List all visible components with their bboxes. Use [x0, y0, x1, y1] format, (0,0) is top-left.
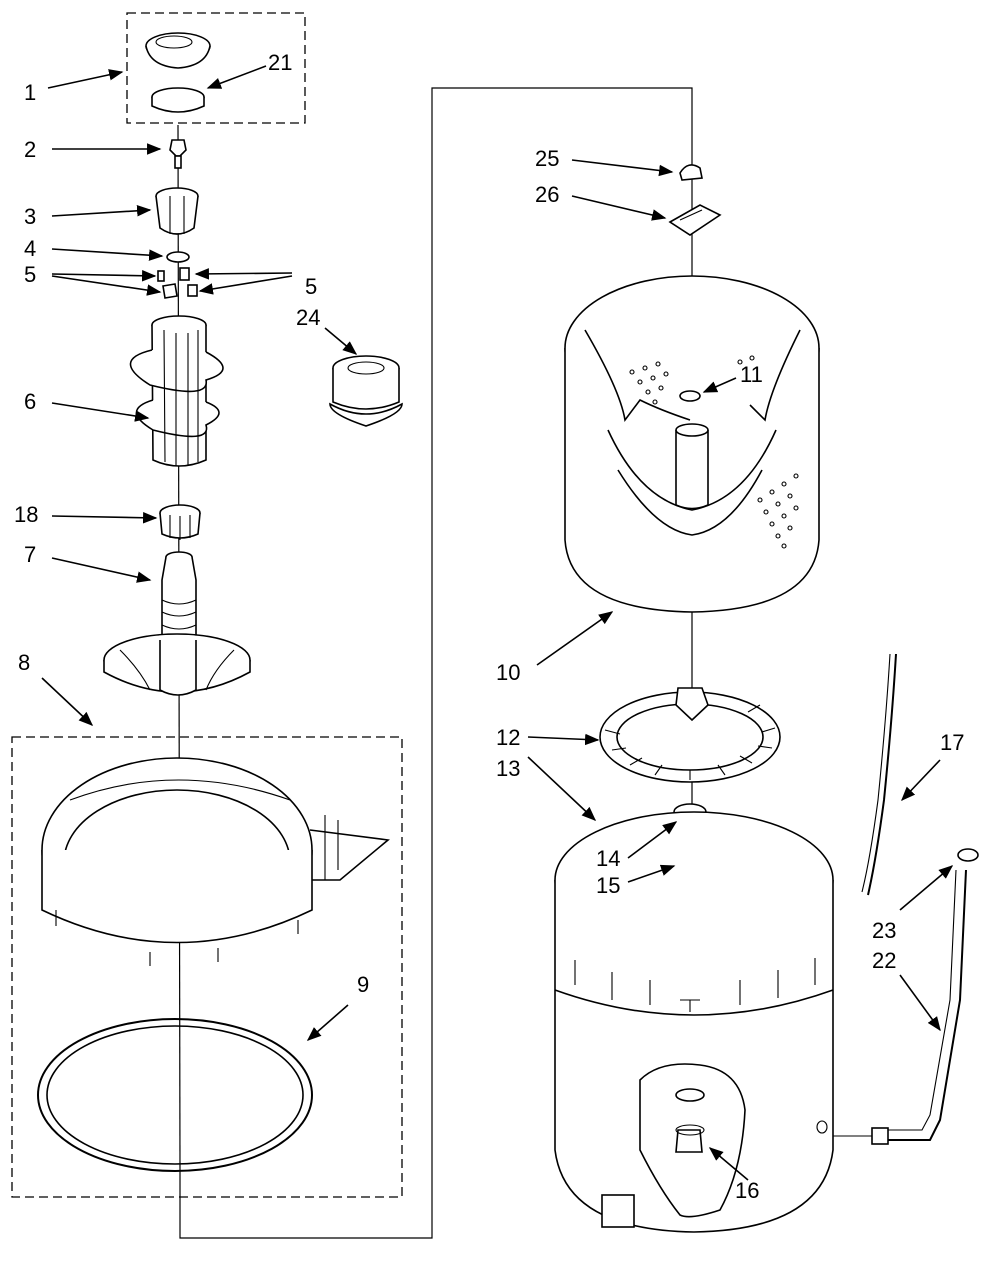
part-tub-seal — [37, 1018, 313, 1172]
callout-5-left: 5 — [24, 262, 36, 287]
part-agitator-dogs — [157, 267, 198, 299]
group-box-tub-ring — [11, 736, 403, 1198]
part-drain-fitting — [675, 1124, 705, 1136]
part-bushing — [159, 504, 201, 540]
callout-3: 3 — [24, 204, 36, 229]
part-agitator-bolt — [169, 139, 187, 169]
part-cap-seal-ring — [151, 87, 205, 113]
part-drive-nut — [679, 164, 703, 181]
callout-17: 17 — [940, 730, 964, 755]
part-agitator-cam — [155, 187, 199, 235]
part-retainer-clip — [668, 204, 722, 236]
callout-9: 9 — [357, 972, 369, 997]
part-drive-block — [103, 551, 251, 696]
callout-21: 21 — [268, 50, 292, 75]
callout-16: 16 — [735, 1178, 759, 1203]
part-agitator-barrel — [129, 315, 224, 467]
callout-arrows — [41, 65, 954, 1181]
part-washer — [166, 251, 190, 263]
callout-25: 25 — [535, 146, 559, 171]
callout-22: 22 — [872, 948, 896, 973]
callout-23: 23 — [872, 918, 896, 943]
callout-10: 10 — [496, 660, 520, 685]
callout-14: 14 — [596, 846, 620, 871]
callout-7: 7 — [24, 542, 36, 567]
part-drain-hose — [861, 653, 897, 896]
callout-1: 1 — [24, 80, 36, 105]
callout-13: 13 — [496, 756, 520, 781]
part-agitator-cap — [145, 32, 211, 69]
part-wash-basket — [564, 275, 820, 613]
callout-8: 8 — [18, 650, 30, 675]
group-box-cap — [126, 12, 306, 124]
callout-12: 12 — [496, 725, 520, 750]
callout-5-right: 5 — [305, 274, 317, 299]
callout-15: 15 — [596, 873, 620, 898]
assembly-connector-line — [179, 87, 693, 1239]
part-hose-assembly — [833, 848, 979, 1145]
callout-11: 11 — [740, 362, 763, 387]
callout-24: 24 — [296, 305, 320, 330]
part-tub-ring — [41, 757, 390, 966]
part-hub-ring — [599, 687, 781, 783]
callout-4: 4 — [24, 236, 36, 261]
callout-6: 6 — [24, 389, 36, 414]
part-bearing-seal — [329, 355, 403, 427]
callout-18: 18 — [14, 502, 38, 527]
callout-2: 2 — [24, 137, 36, 162]
callout-26: 26 — [535, 182, 559, 207]
part-outer-tub — [554, 811, 834, 1233]
